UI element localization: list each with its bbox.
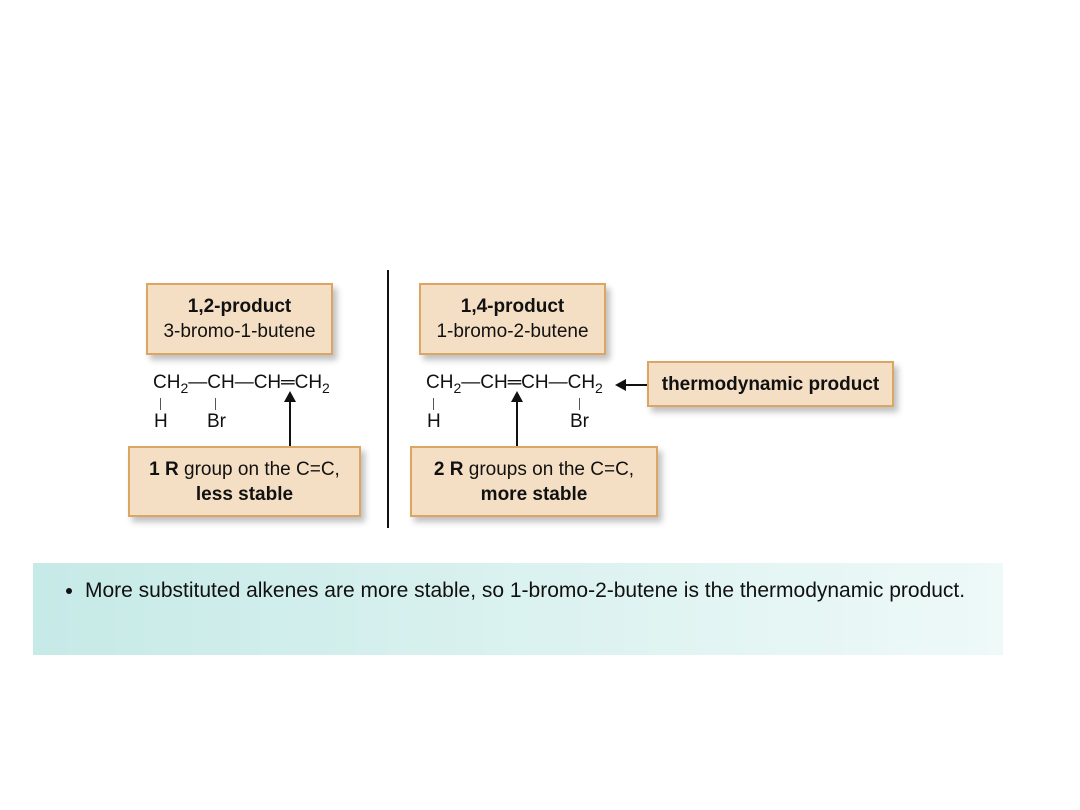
product-name: 3-bromo-1-butene [163,321,316,342]
bond-line [215,398,216,410]
note-stability: more stable [480,483,588,505]
stability-note-right: 2 R groups on the C=C, more stable [410,446,658,517]
formula-part: —CH—CH═CH [188,372,323,393]
product-title: 1,4-product [460,296,565,317]
product-12-box: 1,2-product 3-bromo-1-butene [146,283,333,355]
formula-part: CH [426,372,454,393]
bond-line [579,398,580,410]
note-bold: 1 R [149,458,179,480]
note-stability: less stable [195,483,294,505]
arrow-left [615,379,647,391]
product-name: 1-bromo-2-butene [436,321,589,342]
atom-br: Br [207,411,226,432]
divider [387,270,389,528]
summary-band: More substituted alkenes are more stable… [33,563,1003,655]
note-text: groups on the C=C, [463,458,635,480]
arrow-up [511,391,523,446]
formula-part: —CH═CH—CH [461,372,596,393]
formula-part: CH [153,372,181,393]
formula-subscript: 2 [595,380,603,396]
formula-right: CH2—CH═CH—CH2 [426,372,603,396]
bond-line [160,398,161,410]
formula-subscript: 2 [453,380,462,396]
product-14-box: 1,4-product 1-bromo-2-butene [419,283,606,355]
product-title: 1,2-product [187,296,292,317]
note-bold: 2 R [433,458,464,480]
formula-subscript: 2 [322,380,330,396]
stability-note-left: 1 R group on the C=C, less stable [128,446,361,517]
bond-line [433,398,434,410]
thermodynamic-callout: thermodynamic product [647,361,894,407]
formula-subscript: 2 [180,380,189,396]
note-text: group on the C=C, [178,458,340,480]
atom-h: H [427,411,441,432]
formula-left: CH2—CH—CH═CH2 [153,372,330,396]
summary-bullet: More substituted alkenes are more stable… [85,577,985,605]
atom-br: Br [570,411,589,432]
atom-h: H [154,411,168,432]
arrow-up [284,391,296,446]
